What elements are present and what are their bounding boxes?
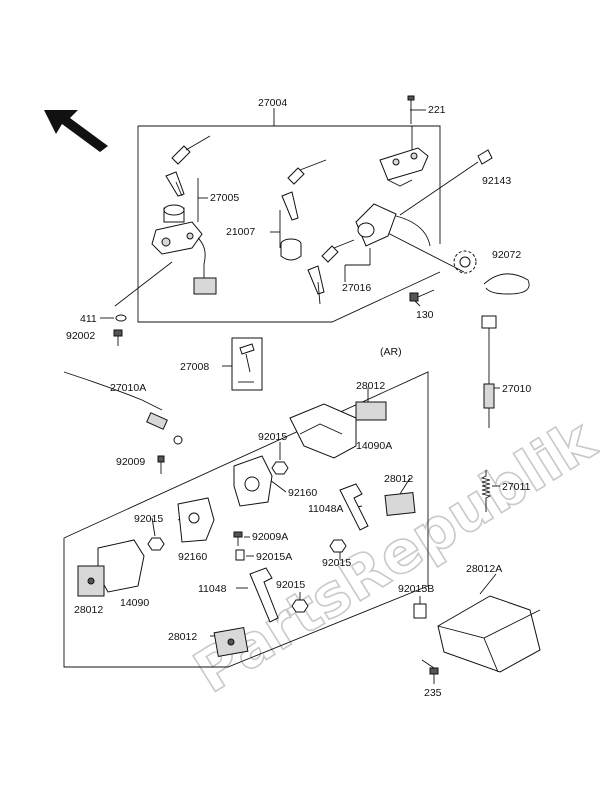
screw-235 (421, 659, 439, 675)
washer-411 (115, 314, 127, 322)
label-27010: 27010 (502, 383, 531, 395)
label-92009: 92009 (116, 456, 145, 468)
label-21007: 21007 (226, 226, 255, 238)
collar-92015a (235, 549, 245, 561)
bracket-221 (379, 95, 429, 187)
plate-92160-lower (177, 497, 215, 543)
box-marker: (AR) (380, 346, 402, 358)
label-11048: 11048 (198, 583, 227, 595)
label-27010a: 27010A (110, 382, 146, 394)
pad-28012-right (384, 492, 416, 516)
nut-92015-a (271, 461, 289, 475)
key-21007 (281, 159, 327, 221)
ignition-switch-27005 (151, 204, 217, 295)
nut-92015-d (291, 599, 309, 613)
label-28012-a: 28012 (356, 380, 385, 392)
spring-27011 (480, 470, 492, 512)
label-92143: 92143 (482, 175, 511, 187)
label-27016: 27016 (342, 282, 371, 294)
lock-cylinder-21007 (280, 238, 302, 261)
label-92160-a: 92160 (288, 487, 317, 499)
key-27016 (307, 239, 355, 305)
nut-92015-b (329, 539, 347, 553)
pin-92143 (477, 149, 493, 165)
nut-92015-c (147, 537, 165, 551)
bolt-92009 (157, 455, 165, 474)
label-235: 235 (424, 687, 442, 699)
bolt-92009a (233, 531, 243, 546)
pad-28012-top (355, 401, 387, 421)
label-27011: 27011 (502, 481, 531, 493)
label-92009a: 92009A (252, 531, 288, 543)
label-27004: 27004 (258, 97, 287, 109)
holder-14090 (97, 539, 145, 593)
label-130: 130 (416, 309, 434, 321)
direction-arrow-icon (44, 110, 108, 152)
label-411: 411 (80, 313, 97, 325)
holder-14090a (289, 403, 357, 459)
label-92160-b: 92160 (178, 551, 207, 563)
bolt-92002 (113, 329, 123, 346)
label-92015a: 92015A (256, 551, 292, 563)
label-28012-b: 28012 (384, 473, 413, 485)
cable-27010a (63, 371, 183, 445)
label-27008: 27008 (180, 361, 209, 373)
ignition-switch-27016 (355, 203, 431, 247)
bolt-130 (409, 289, 435, 302)
label-28012a: 28012A (466, 563, 502, 575)
pad-28012-bottom (213, 626, 249, 658)
label-27005: 27005 (210, 192, 239, 204)
label-92015b: 92015B (398, 583, 434, 595)
pad-28012-left (77, 565, 105, 597)
clamp-92072 (483, 273, 530, 295)
label-92015-a: 92015 (258, 431, 287, 443)
gear-icon (453, 250, 477, 274)
plate-92160-upper (233, 455, 273, 507)
key-27005 (165, 135, 211, 197)
part-labels: 27004 221 92143 27005 21007 27016 92072 … (66, 97, 531, 699)
cover-28012a (437, 595, 541, 673)
label-28012-c: 28012 (74, 604, 103, 616)
clip-92015b (413, 603, 427, 619)
label-92015-b: 92015 (134, 513, 163, 525)
label-221: 221 (428, 104, 446, 116)
label-92072: 92072 (492, 249, 521, 261)
key-box-27008 (231, 337, 263, 391)
lower-assembly-box (63, 371, 429, 668)
label-14090a: 14090A (356, 440, 392, 452)
upper-assembly-box (137, 125, 441, 323)
label-92015-c: 92015 (322, 557, 351, 569)
bracket-11048a (339, 483, 369, 531)
label-14090: 14090 (120, 597, 149, 609)
label-28012-d: 28012 (168, 631, 197, 643)
switch-27010 (481, 315, 497, 428)
label-92002: 92002 (66, 330, 95, 342)
label-11048a: 11048A (308, 503, 343, 515)
label-92015-d: 92015 (276, 579, 305, 591)
bracket-11048 (249, 567, 279, 623)
